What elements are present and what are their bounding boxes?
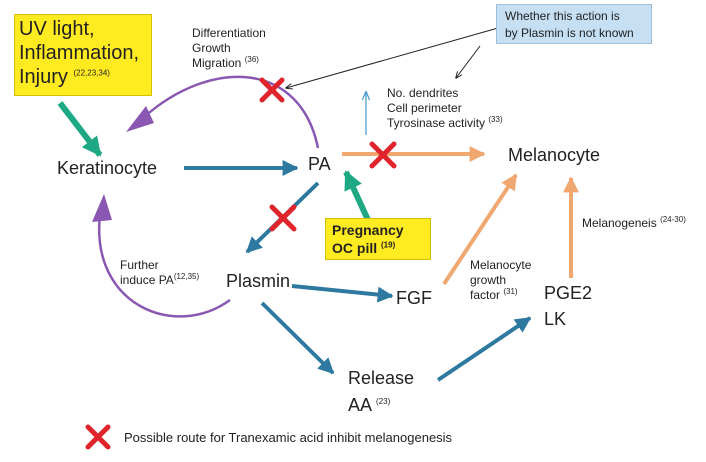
- trigger-uv-light: UV light,: [19, 18, 95, 40]
- trigger-inflammation: Inflammation,: [19, 42, 140, 64]
- note-arrow-to-differentiation: [286, 27, 499, 88]
- oc-pill-label: OC pill (19): [332, 240, 396, 256]
- annotation-differentiation: Differentiation Growth Migration (36): [192, 26, 266, 70]
- trigger-ref: (22,23,34): [73, 68, 110, 78]
- arrow-release-to-pge2: [436, 316, 532, 382]
- node-lk: LK: [544, 309, 567, 329]
- node-pge2: PGE2: [544, 283, 593, 303]
- annotation-dendrites: No. dendrites Cell perimeter Tyrosinase …: [387, 86, 503, 130]
- node-fgf: FGF: [396, 288, 432, 308]
- red-x-icon: [269, 204, 297, 232]
- node-release: Release: [348, 368, 415, 388]
- arrow-triggers-to-keratinocyte: [57, 101, 103, 157]
- arrow-pregnancy-to-pa: [343, 170, 371, 222]
- purple-arc-plasmin-to-keratinocyte: [92, 194, 231, 318]
- note-line-1: Whether this action is: [505, 9, 620, 23]
- annotation-melanogenesis: Melanogeneis (24-30): [582, 215, 686, 231]
- node-aa: AA (23): [348, 395, 391, 415]
- node-plasmin: Plasmin: [226, 271, 291, 291]
- red-x-icon: [369, 141, 397, 169]
- note-line-2: by Plasmin is not known: [505, 26, 634, 40]
- note-box: Whether this action is by Plasmin is not…: [496, 4, 652, 44]
- red-x-icon: [259, 77, 285, 103]
- arrow-plasmin-to-release: [260, 301, 335, 375]
- pregnancy-box: Pregnancy OC pill (19): [325, 218, 431, 260]
- trigger-injury: Injury (22,23,34): [19, 66, 110, 88]
- purple-arc-pa-to-keratinocyte: [126, 75, 320, 149]
- pregnancy-ref: (19): [381, 240, 396, 250]
- pregnancy-label: Pregnancy: [332, 222, 404, 238]
- note-arrow-to-dendrites: [456, 45, 481, 78]
- arrow-plasmin-to-fgf: [291, 284, 394, 303]
- node-melanocyte: Melanocyte: [508, 145, 601, 165]
- triggers-box: UV light, Inflammation, Injury (22,23,34…: [14, 14, 152, 96]
- legend-red-x-icon: [85, 424, 111, 450]
- annotation-growth-factor: Melanocyte growth factor (31): [470, 258, 532, 302]
- arrow-fgf-to-melanocyte: [442, 173, 518, 286]
- annotation-further-induce: Further induce PA(12,35): [120, 258, 200, 287]
- aa-ref: (23): [376, 397, 391, 406]
- node-pa: PA: [308, 154, 331, 174]
- legend-text: Possible route for Tranexamic acid inhib…: [124, 430, 453, 445]
- node-keratinocyte: Keratinocyte: [57, 158, 158, 178]
